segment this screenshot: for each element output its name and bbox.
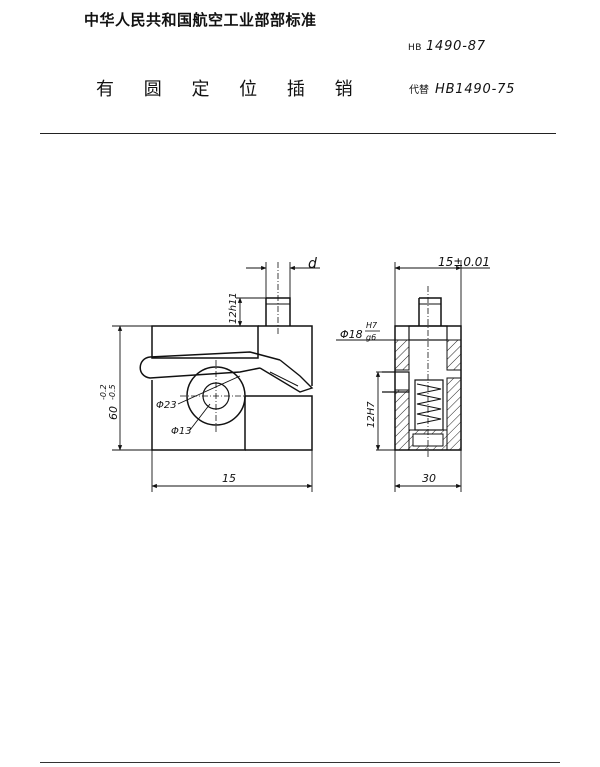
standard-number-value: 1490-87 <box>425 39 486 54</box>
replaces-note: 代替 HB1490-75 <box>409 81 515 97</box>
side-view-dimensions <box>336 262 490 492</box>
organization-title: 中华人民共和国航空工业部部标准 <box>84 11 317 29</box>
dim-phi18-fit-upper: H7 <box>366 321 378 330</box>
dim-phi18-label: Φ18 <box>340 328 363 341</box>
side-section-view <box>382 286 462 458</box>
dim-12h11-label: 12h11 <box>228 292 239 324</box>
front-view-dimensions <box>112 262 320 492</box>
body-lower-outline <box>151 380 246 451</box>
front-view <box>139 262 314 451</box>
dim-phi23-label: Φ23 <box>156 400 177 411</box>
dim-60-tol-lower: -0.5 <box>108 384 117 400</box>
replaces-number: HB1490-75 <box>435 82 516 97</box>
dim-phi13-label: Φ13 <box>171 426 192 437</box>
replaces-label: 代替 <box>409 85 429 96</box>
dim-15-tol-label: 15±0.01 <box>438 255 490 269</box>
header-divider <box>40 133 556 134</box>
bottom-edge-line <box>40 762 560 763</box>
front-view-labels: d 12h11 60 -0.2 -0.5 Φ23 Φ13 15 <box>99 256 317 485</box>
dim-15-label: 15 <box>222 472 236 485</box>
dim-60-label: 60 <box>107 406 120 420</box>
dim-12h7-label: 12H7 <box>366 401 377 428</box>
dim-d-label: d <box>308 256 317 272</box>
side-view-labels: 15±0.01 Φ18 H7 g6 12H7 30 <box>340 255 490 485</box>
dim-phi18-fit-lower: g6 <box>366 333 376 342</box>
dim-30-label: 30 <box>422 472 436 485</box>
dim-60-tol-upper: -0.2 <box>99 384 108 400</box>
document-title: 有 圆 定 位 插 销 <box>96 79 365 100</box>
standard-prefix: HB <box>408 43 422 53</box>
